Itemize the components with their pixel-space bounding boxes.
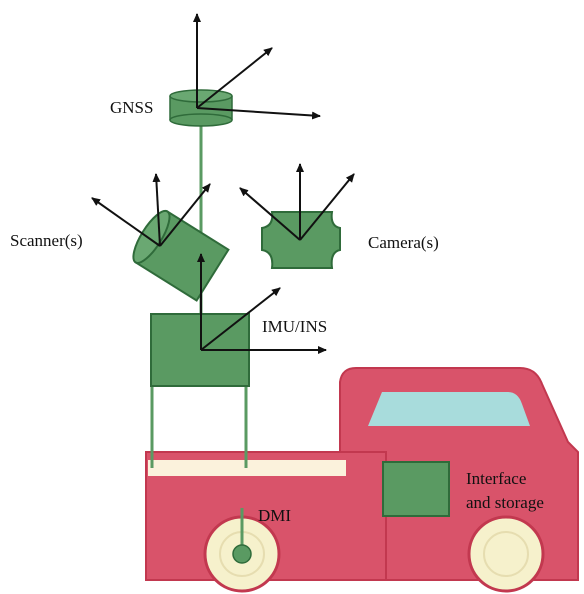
camera-axis-left-arrow bbox=[239, 187, 301, 241]
gnss-axis-diagonal-arrow bbox=[196, 47, 273, 109]
imu-axis-diagonal-arrow bbox=[200, 287, 281, 351]
label-interface-line2: and storage bbox=[466, 493, 544, 512]
front-wheel bbox=[467, 515, 545, 593]
scanner-device bbox=[132, 209, 230, 302]
label-gnss: GNSS bbox=[110, 98, 153, 117]
label-scanner: Scanner(s) bbox=[10, 231, 83, 250]
camera-axes bbox=[239, 163, 355, 241]
scanner-axis-left-arrow bbox=[91, 197, 161, 247]
gnss-axis-right-arrow bbox=[196, 107, 321, 120]
label-camera: Camera(s) bbox=[368, 233, 439, 252]
truck bbox=[145, 367, 579, 593]
imu-axes bbox=[197, 253, 327, 354]
interface-storage-box bbox=[382, 461, 450, 517]
label-dmi: DMI bbox=[258, 506, 291, 525]
scanner-axes bbox=[91, 173, 211, 247]
scanner-axis-right-arrow bbox=[159, 183, 211, 247]
dmi-sensor bbox=[232, 508, 252, 564]
truck-window bbox=[368, 392, 530, 426]
label-imu-ins: IMU/INS bbox=[262, 317, 327, 336]
label-interface-line1: Interface bbox=[466, 469, 526, 488]
gnss-axes bbox=[193, 13, 321, 120]
camera-axis-right-arrow bbox=[299, 173, 355, 241]
scanner-axis-up-arrow bbox=[152, 173, 161, 247]
